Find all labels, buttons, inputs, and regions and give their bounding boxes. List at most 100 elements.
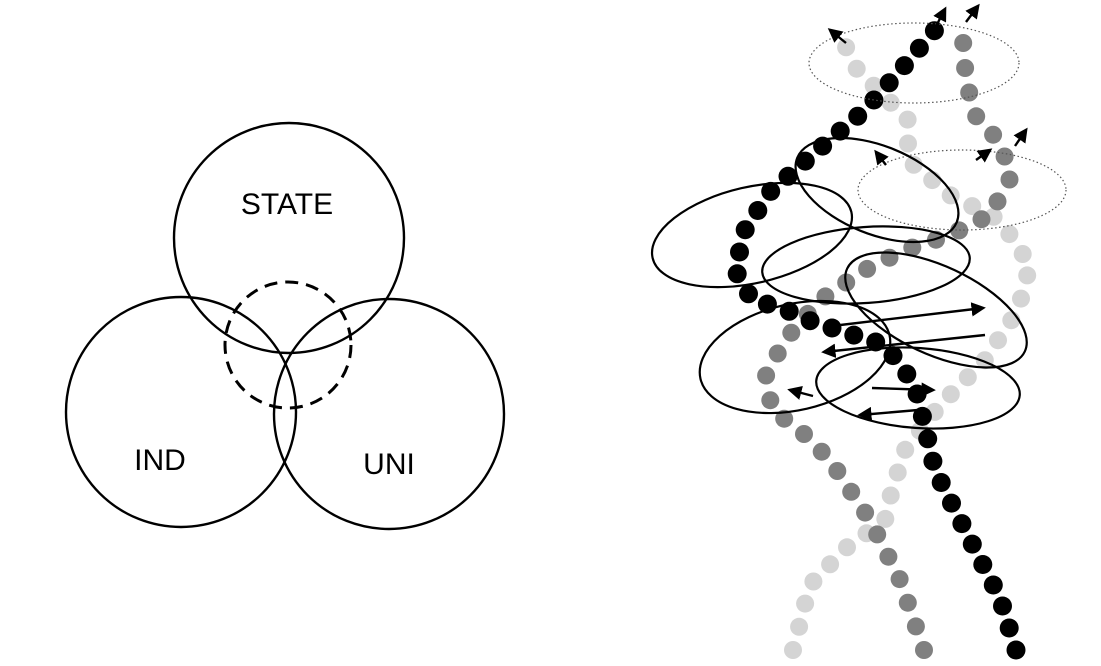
- helix-dot-dark: [730, 242, 749, 262]
- helix-dot-dark: [983, 575, 1003, 595]
- helix-dot-dark: [800, 311, 820, 331]
- venn-label-uni: UNI: [363, 448, 415, 481]
- helix-dot-mid: [1000, 170, 1019, 189]
- helix-loop-dotted-second: [857, 149, 1067, 231]
- arrow-right-upper: [831, 302, 986, 328]
- helix-dot-dark: [844, 325, 864, 345]
- helix-dot-light: [898, 110, 917, 129]
- arrow-right-lower: [871, 382, 936, 397]
- helix-dot-dark: [897, 364, 917, 384]
- helix-dot-light: [837, 38, 856, 57]
- helix-dot-light: [941, 385, 960, 404]
- helix-dot-mid: [842, 482, 861, 501]
- helix-dot-dark: [779, 301, 799, 321]
- helix-dot-mid: [956, 59, 975, 77]
- helix-dot-mid: [898, 593, 917, 612]
- helix-dot-light: [881, 93, 900, 112]
- helix-dot-light: [989, 331, 1007, 350]
- helix-dot-mid: [795, 425, 813, 443]
- arrow-up-second-loop-right: [1013, 127, 1028, 147]
- helix-dot-dark: [931, 473, 951, 492]
- helix-dot-light: [864, 76, 883, 95]
- arrow-up-dark-strand: [931, 6, 947, 33]
- helix-direction-arrows: [787, 3, 1028, 422]
- helix-dot-dark: [1006, 640, 1026, 660]
- helix-dot-mid: [757, 366, 776, 385]
- venn-circle-uni: [272, 297, 506, 531]
- helix-dot-dark: [912, 406, 932, 426]
- helix-dot-mid: [903, 238, 922, 257]
- helix-dot-light: [790, 617, 809, 636]
- helix-dot-dark: [909, 38, 929, 58]
- helix-dot-mid: [960, 83, 979, 102]
- helix-dot-light: [838, 538, 856, 557]
- helix-dot-light: [796, 594, 815, 613]
- helix-dot-dark: [735, 220, 755, 240]
- helix-dot-light: [1013, 245, 1032, 263]
- helix-dot-dark: [962, 534, 982, 554]
- helix-dot-mid: [890, 570, 909, 589]
- helix-dot-dark: [778, 166, 798, 186]
- helix-loop-5: [698, 299, 892, 415]
- helix-dot-mid: [879, 547, 898, 566]
- helix-dot-dark: [973, 555, 993, 574]
- venn-diagram: STATE IND UNI: [64, 121, 506, 531]
- helix-dot-dark: [999, 618, 1019, 638]
- helix-dot-dark: [993, 596, 1012, 616]
- helix-dot-mid: [988, 192, 1007, 211]
- arrow-up-mid-strand: [965, 3, 980, 23]
- helix-loop-2: [650, 181, 854, 289]
- helix-dot-light: [821, 555, 840, 574]
- helix-loop-dotted-top: [808, 22, 1020, 104]
- helix-figure: [650, 3, 1067, 660]
- venn-label-ind: IND: [134, 444, 186, 477]
- helix-dot-light: [784, 641, 802, 659]
- helix-dot-mid: [880, 248, 899, 267]
- helix-dot-mid: [812, 442, 831, 461]
- helix-dot-light: [888, 463, 907, 482]
- helix-dot-dark: [879, 73, 899, 93]
- helix-dot-dark: [894, 56, 914, 76]
- helix-dot-mid: [768, 344, 787, 363]
- helix-loops: [650, 22, 1067, 430]
- venn-label-state: STATE: [241, 188, 333, 221]
- helix-loop-1: [794, 136, 960, 244]
- helix-dot-dark: [952, 514, 972, 534]
- helix-dot-mid: [856, 503, 875, 522]
- helix-dot-mid: [868, 525, 887, 544]
- arrow-up-light-strand: [827, 28, 847, 44]
- arrow-left-bottom-loop: [787, 385, 814, 400]
- helix-dot-light: [1000, 225, 1019, 244]
- helix-strand-dark: [727, 21, 1026, 660]
- helix-dot-dark: [822, 318, 842, 338]
- helix-dot-mid: [906, 617, 925, 636]
- helix-dot-dark: [727, 264, 747, 284]
- helix-dot-mid: [782, 323, 801, 342]
- helix-dot-light: [963, 197, 982, 216]
- helix-dot-dark: [923, 451, 943, 471]
- helix-dot-light: [1018, 266, 1037, 285]
- helix-loop-3: [761, 225, 971, 305]
- helix-dot-mid: [995, 147, 1014, 166]
- helix-dot-dark: [830, 121, 850, 141]
- venn-circle-ind: [64, 295, 298, 529]
- helix-loop-6: [815, 346, 1021, 430]
- helix-dot-light: [881, 486, 900, 505]
- helix-dot-light: [923, 171, 942, 190]
- helix-dot-light: [899, 134, 917, 153]
- helix-dot-light: [896, 440, 915, 459]
- helix-dot-dark: [761, 181, 781, 201]
- helix-dot-dark: [848, 106, 868, 126]
- helix-dot-light: [847, 59, 866, 78]
- helix-dot-light: [876, 509, 895, 528]
- helix-dot-mid: [967, 107, 986, 126]
- helix-dot-mid: [972, 210, 991, 229]
- arrow-left-middle: [821, 333, 986, 358]
- helix-dot-dark: [942, 493, 961, 513]
- helix-dot-dark: [918, 429, 938, 449]
- helix-dot-dark: [739, 284, 758, 304]
- helix-dot-mid: [775, 409, 794, 428]
- helix-dot-mid: [984, 125, 1003, 144]
- arrow-left-lower: [857, 406, 919, 422]
